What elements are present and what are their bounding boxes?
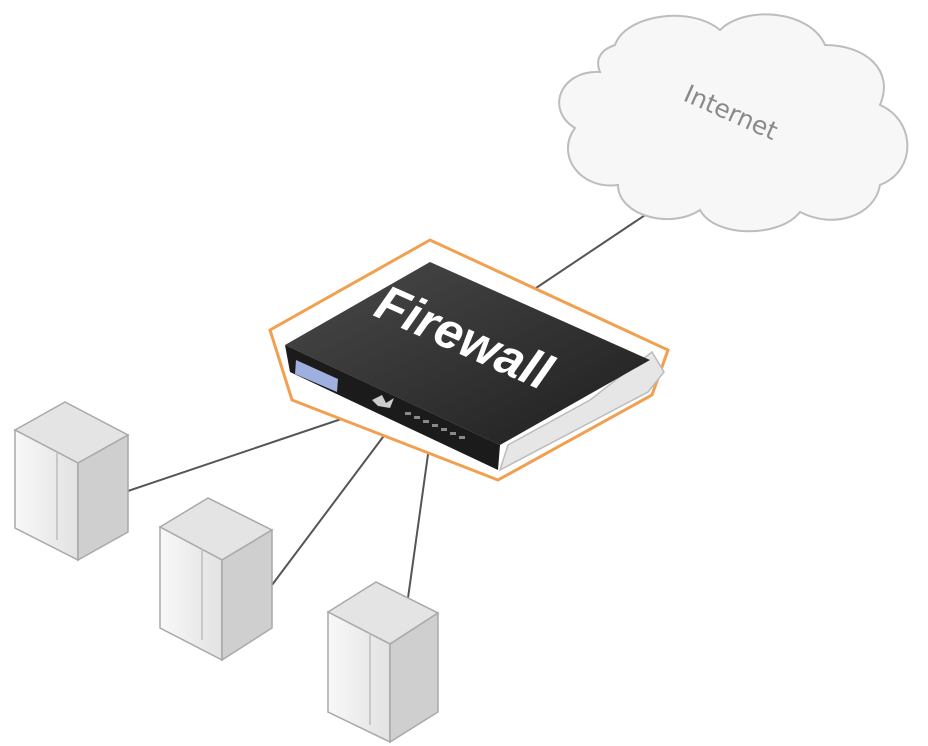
link-firewall-server-2: [271, 424, 393, 586]
server-3-icon: [326, 581, 440, 744]
firewall-icon: Firewall: [268, 238, 670, 482]
internet-cloud-icon: Internet: [558, 13, 909, 233]
link-firewall-server-1: [124, 409, 369, 493]
server-2-icon: [158, 497, 274, 662]
server-1-icon: [13, 401, 130, 562]
port-row: [405, 412, 465, 439]
link-firewall-server-3: [407, 439, 431, 599]
